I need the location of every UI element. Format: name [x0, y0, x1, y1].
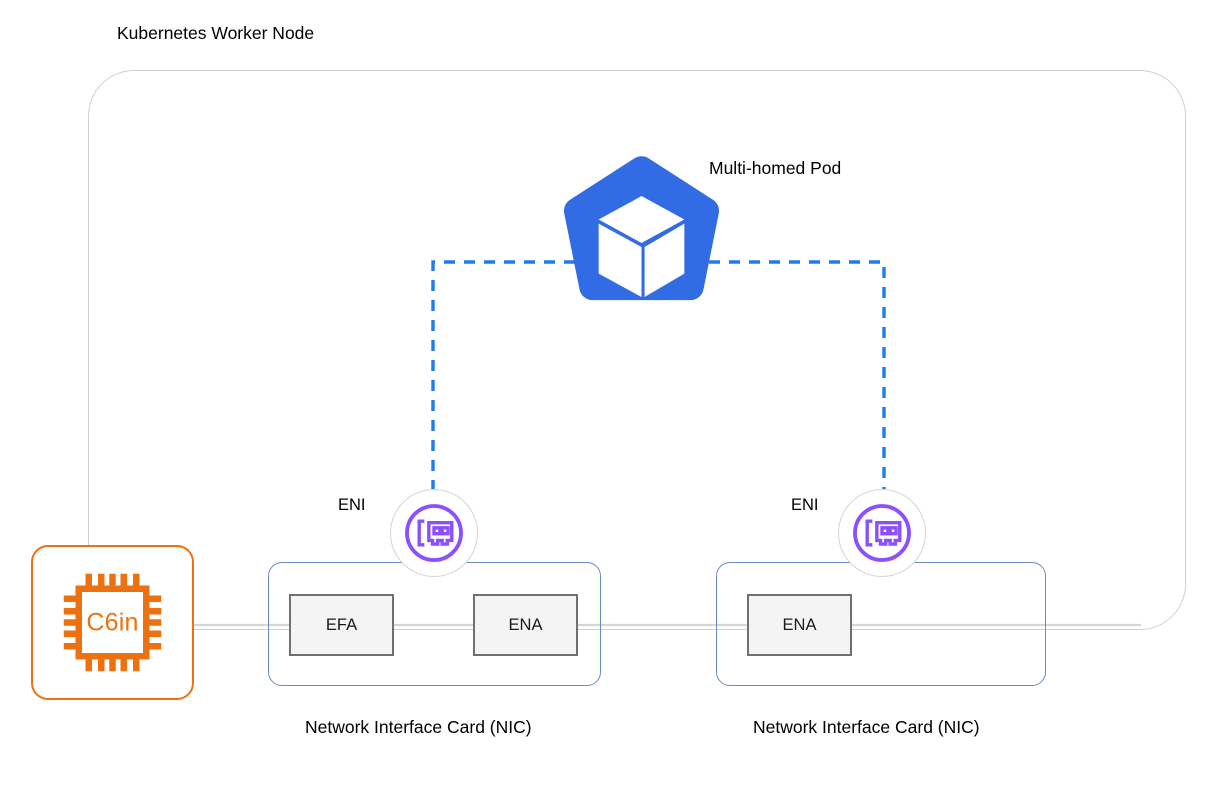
- instance-c6in[interactable]: C6in: [31, 545, 194, 700]
- port-efa[interactable]: EFA: [289, 594, 394, 656]
- nic-caption-2: Network Interface Card (NIC): [753, 717, 980, 737]
- page-title: Kubernetes Worker Node: [117, 23, 315, 43]
- instance-label: C6in: [86, 608, 139, 636]
- port-ena[interactable]: ENA: [747, 594, 852, 656]
- eni-label-2: ENI: [791, 496, 819, 514]
- eni-badge-2[interactable]: [838, 489, 926, 577]
- nic-caption-1: Network Interface Card (NIC): [305, 717, 532, 737]
- port-ena[interactable]: ENA: [473, 594, 578, 656]
- network-interface-card-icon: [853, 504, 911, 562]
- pod-label: Multi-homed Pod: [709, 158, 842, 178]
- network-interface-card-icon: [405, 504, 463, 562]
- cpu-chip-icon: [63, 573, 162, 672]
- eni-label-1: ENI: [338, 496, 366, 514]
- eni-badge-1[interactable]: [390, 489, 478, 577]
- worker-node-boundary: [88, 70, 1186, 630]
